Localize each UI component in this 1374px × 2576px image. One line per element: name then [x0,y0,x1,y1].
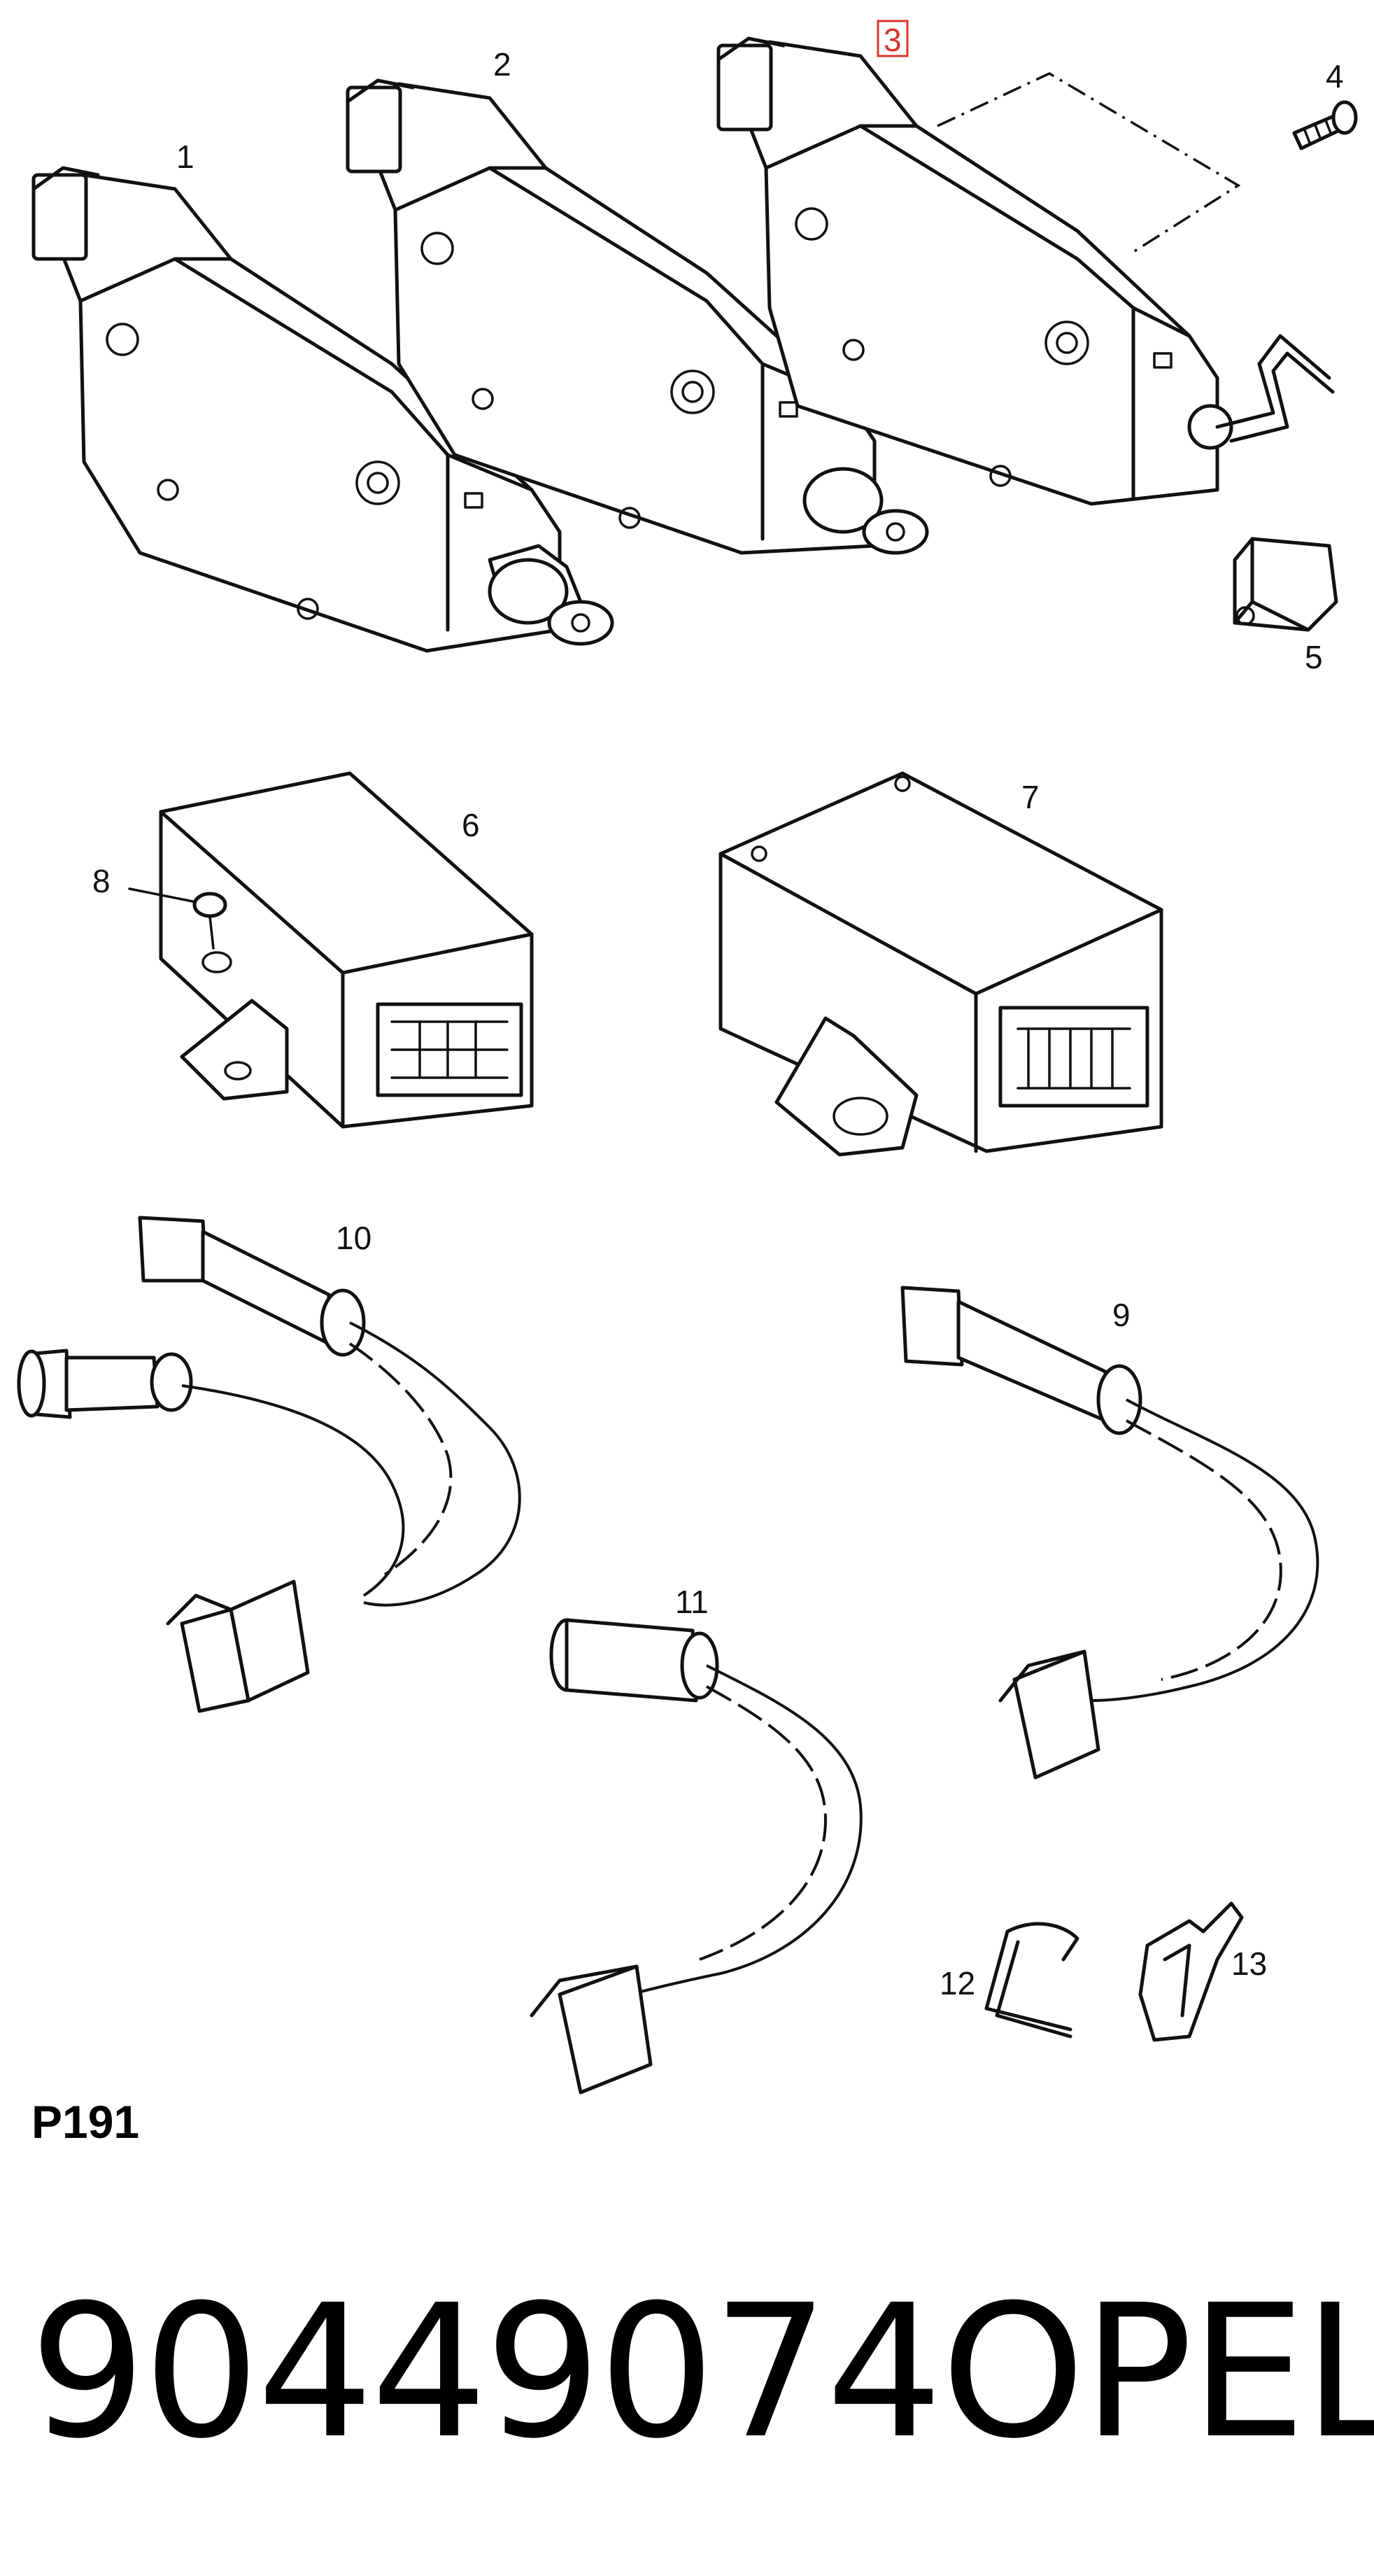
diagram-page-code: P191 [31,2096,139,2148]
callout-3-highlight-box [877,20,909,57]
callout-9: 9 [1112,1297,1131,1333]
door-lock-actuator-3 [716,36,1335,506]
callout-3: 3 [884,22,902,58]
wiring-harness-11 [530,1618,863,2095]
callout-12: 12 [940,1965,975,2001]
retaining-clip-13 [1138,1901,1244,2042]
control-unit-7 [718,771,1163,1157]
callout-10: 10 [336,1220,371,1256]
bracket-clip-5 [1233,537,1338,632]
callout-8: 8 [92,863,111,899]
callout-4: 4 [1326,58,1344,94]
door-lock-actuator-2 [346,78,929,555]
screw-8 [128,887,227,950]
callout-13: 13 [1231,1945,1267,1982]
callout-7: 7 [1021,779,1040,815]
callout-2: 2 [493,46,511,83]
callout-11: 11 [675,1584,709,1620]
callout-6: 6 [462,807,480,843]
callout-1: 1 [176,139,194,175]
door-lock-actuator-1 [31,166,614,653]
spring-clip-12 [984,1922,1079,2039]
callout-5: 5 [1305,639,1323,675]
control-unit-6 [159,771,534,1129]
screw-4 [1292,100,1358,150]
part-number: 90449074 [29,2265,943,2479]
brand-name: OPEL [941,2265,1374,2479]
wiring-harness-10 [17,1216,521,1713]
wiring-harness-9 [900,1286,1319,1780]
